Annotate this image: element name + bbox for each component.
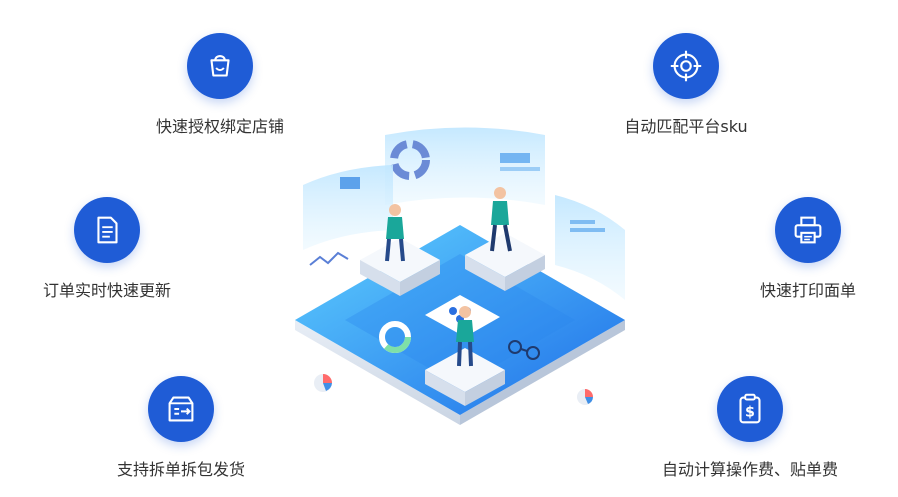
crosshair-target-icon	[653, 33, 719, 99]
inbox-transfer-icon	[148, 376, 214, 442]
printer-icon	[775, 197, 841, 263]
feature-label: 快速授权绑定店铺	[155, 117, 284, 136]
feature-label: 订单实时快速更新	[42, 281, 171, 300]
feature-label: 快速打印面单	[759, 281, 856, 300]
floating-screen-right	[555, 195, 625, 300]
shopping-bag-icon	[187, 33, 253, 99]
feature-shop-binding: 快速授权绑定店铺	[100, 33, 340, 137]
feature-label: 支持拆单拆包发货	[116, 460, 245, 479]
person-right	[490, 187, 512, 252]
feature-label: 自动计算操作费、贴单费	[661, 460, 838, 479]
document-icon	[74, 197, 140, 263]
feature-order-update: 订单实时快速更新	[0, 197, 227, 301]
floating-screen-left	[303, 165, 393, 250]
feature-split-shipment: 支持拆单拆包发货	[61, 376, 301, 480]
floating-screen-back	[385, 127, 545, 205]
feature-sku-matching: 自动匹配平台sku	[566, 33, 806, 137]
glasses-icon	[508, 340, 540, 360]
pie-chart-icon	[390, 140, 430, 180]
feature-label: 自动匹配平台sku	[624, 117, 748, 136]
person-center	[456, 306, 474, 367]
feature-print-label: 快速打印面单	[688, 197, 898, 301]
isometric-platform-illustration	[285, 115, 635, 435]
svg-text:$: $	[745, 405, 755, 421]
person-left	[385, 204, 405, 262]
platform-side-left	[295, 320, 460, 425]
dollar-receipt-icon: $	[717, 376, 783, 442]
platform-side-right	[460, 320, 625, 425]
feature-fee-calculation: $ 自动计算操作费、贴单费	[630, 376, 870, 480]
